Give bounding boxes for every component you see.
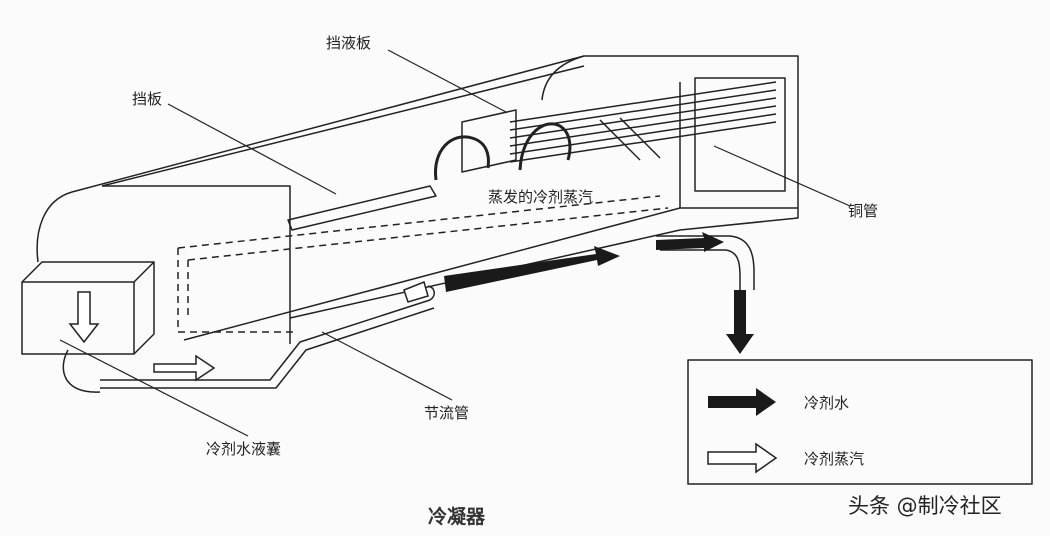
label-evaporated-vapor: 蒸发的冷剂蒸汽 (488, 188, 594, 206)
throttle-tube-loop (62, 349, 101, 393)
vapor-curl-arrow-1 (434, 135, 490, 181)
dark-arrow-down (726, 290, 754, 354)
hollow-arrow-tank-down (68, 291, 100, 344)
label-baffle-liquid: 挡液板 (326, 34, 372, 52)
leader-lines (59, 49, 851, 437)
label-baffle: 挡板 (132, 90, 163, 108)
shell-front-bottom (102, 185, 291, 318)
watermark: 头条 @制冷社区 (848, 494, 1002, 518)
refrigerant-tank (21, 261, 155, 355)
hollow-arrows (68, 280, 778, 474)
shell-outline (71, 55, 799, 344)
shell-back-curve (541, 55, 585, 101)
label-throttle-tube: 节流管 (424, 404, 470, 422)
label-refrigerant-tank: 冷剂水液囊 (206, 440, 282, 458)
outlet-pipe (656, 235, 755, 290)
dark-arrows (444, 232, 776, 416)
legend-water-label: 冷剂水 (804, 394, 850, 412)
throttle-tube (100, 285, 435, 381)
label-copper-tube: 铜管 (848, 202, 879, 220)
legend-hollow-arrow (707, 442, 778, 474)
vapor-curl-arrow-2 (518, 122, 572, 171)
caption: 冷凝器 (428, 506, 486, 528)
hollow-arrow-throttle (403, 280, 429, 303)
tube-bundle (509, 81, 777, 163)
shell-top-edge (101, 65, 585, 187)
dark-arrow-outlet (656, 232, 724, 252)
baffle-plate (287, 185, 437, 231)
legend-vapor-label: 冷剂蒸汽 (804, 450, 865, 468)
dark-arrow-main (444, 246, 620, 292)
baffle-liquid-plate (461, 109, 517, 173)
legend-box (687, 359, 1033, 485)
legend-dark-arrow (708, 388, 776, 416)
inner-dashed-region (177, 195, 669, 333)
shell-front-curve (36, 191, 73, 263)
hollow-arrow-pipe (153, 354, 216, 382)
